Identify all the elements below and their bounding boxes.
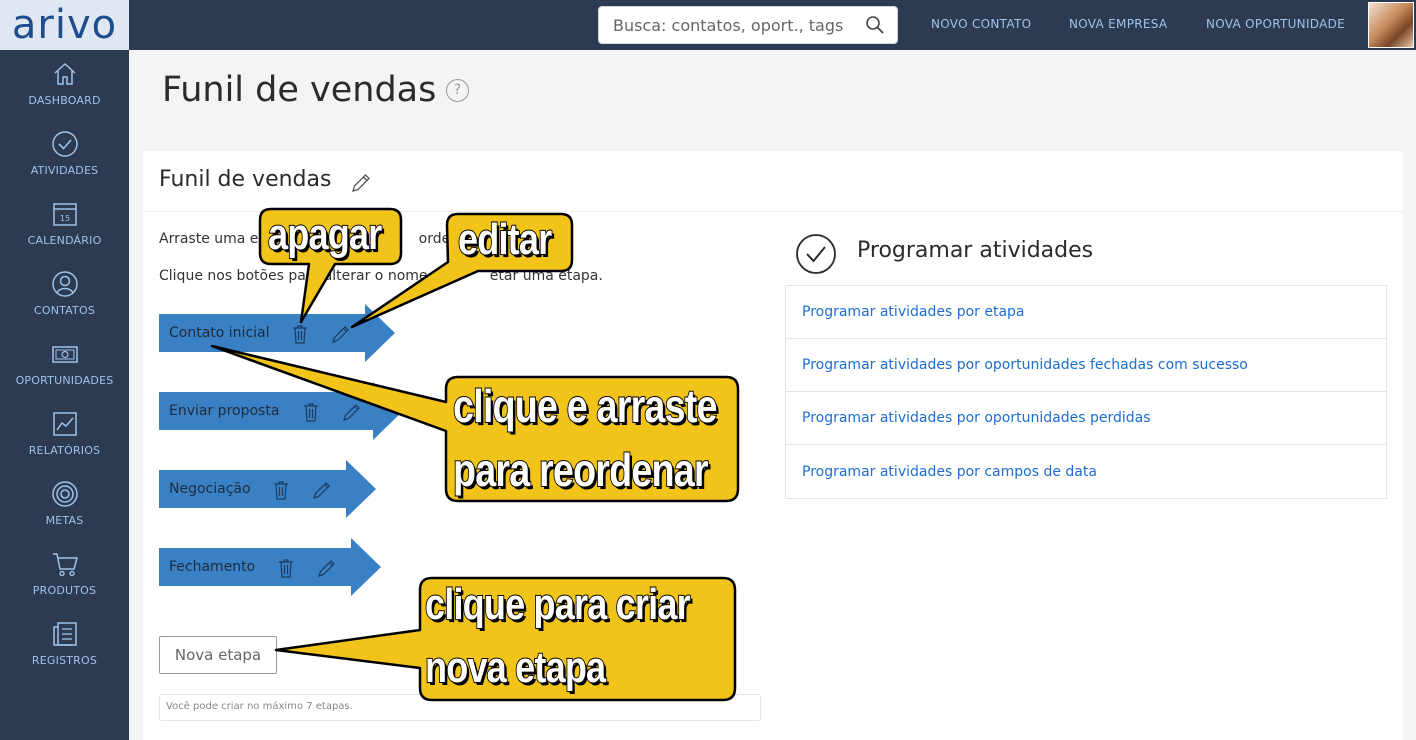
check-circle-icon bbox=[796, 234, 836, 274]
callout-drag-text-2: para reordenar bbox=[452, 443, 709, 497]
schedule-link-by-stage[interactable]: Programar atividades por etapa bbox=[786, 286, 1386, 339]
stage-name: Fechamento bbox=[169, 559, 256, 575]
arivo-logo[interactable]: arivo bbox=[0, 0, 129, 50]
money-icon bbox=[51, 346, 78, 363]
calendar-day-text: 15 bbox=[59, 214, 69, 223]
sidebar-item-label: CALENDÁRIO bbox=[27, 234, 102, 247]
sidebar-item-oportunidades[interactable]: OPORTUNIDADES bbox=[0, 340, 129, 402]
sidebar-item-contatos[interactable]: CONTATOS bbox=[0, 270, 129, 332]
sidebar-item-label: OPORTUNIDADES bbox=[15, 374, 114, 387]
sidebar-item-dashboard[interactable]: DASHBOARD bbox=[0, 60, 129, 122]
stage-enviar-proposta[interactable]: Enviar proposta bbox=[159, 382, 403, 440]
trash-icon[interactable] bbox=[276, 557, 296, 579]
chart-icon bbox=[52, 412, 77, 436]
callout-drag-text-1: clique e arraste bbox=[452, 379, 718, 433]
schedule-title: Programar atividades bbox=[857, 238, 1094, 263]
sidebar-item-label: CONTATOS bbox=[33, 304, 96, 317]
sidebar-item-label: ATIVIDADES bbox=[30, 164, 99, 177]
stage-name: Contato inicial bbox=[169, 325, 270, 341]
schedule-link-date-fields[interactable]: Programar atividades por campos de data bbox=[802, 463, 1097, 480]
sidebar-item-label: REGISTROS bbox=[31, 654, 98, 667]
sidebar-item-label: PRODUTOS bbox=[32, 584, 97, 597]
stage-name: Enviar proposta bbox=[169, 403, 280, 419]
new-opportunity-link[interactable]: NOVA OPORTUNIDADE bbox=[1206, 17, 1346, 31]
search-icon[interactable] bbox=[865, 15, 885, 35]
pencil-icon[interactable] bbox=[342, 401, 362, 423]
sidebar-item-registros[interactable]: REGISTROS bbox=[0, 620, 129, 682]
panel-header: Funil de vendas bbox=[143, 151, 1403, 212]
sidebar: DASHBOARD ATIVIDADES 15 CALENDÁRIO CONTA… bbox=[0, 50, 129, 740]
pencil-icon[interactable] bbox=[331, 323, 351, 345]
home-icon bbox=[53, 62, 76, 85]
page-title: Funil de vendas bbox=[162, 70, 437, 110]
callout-delete-text: apagar bbox=[267, 209, 383, 260]
sidebar-item-calendario[interactable]: 15 CALENDÁRIO bbox=[0, 200, 129, 262]
stage-negociacao[interactable]: Negociação bbox=[159, 460, 376, 518]
new-company-link[interactable]: NOVA EMPRESA bbox=[1069, 17, 1168, 31]
user-icon bbox=[51, 271, 78, 297]
trash-icon[interactable] bbox=[301, 401, 321, 423]
sidebar-item-relatorios[interactable]: RELATÓRIOS bbox=[0, 410, 129, 472]
top-bar: arivo NOVO CONTATO NOVA EMPRESA NOVA OPO… bbox=[0, 0, 1416, 50]
pencil-icon[interactable] bbox=[349, 171, 373, 195]
stage-fechamento[interactable]: Fechamento bbox=[159, 538, 381, 596]
stage-name: Negociação bbox=[169, 481, 251, 497]
search-input[interactable] bbox=[613, 15, 865, 35]
callout-create-text-2: nova etapa bbox=[424, 642, 607, 693]
new-stage-button[interactable]: Nova etapa bbox=[159, 636, 277, 674]
max-stages-hint: Você pode criar no máximo 7 etapas. bbox=[159, 694, 761, 721]
search-box[interactable] bbox=[598, 6, 898, 44]
help-icon[interactable]: ? bbox=[446, 79, 469, 102]
stage-contato-inicial[interactable]: Contato inicial bbox=[159, 304, 395, 362]
records-icon bbox=[52, 622, 77, 646]
trash-icon[interactable] bbox=[271, 479, 291, 501]
schedule-link-won[interactable]: Programar atividades por oportunidades f… bbox=[786, 339, 1386, 392]
funnel-title: Funil de vendas bbox=[159, 167, 332, 192]
sidebar-item-label: DASHBOARD bbox=[28, 94, 101, 107]
sidebar-item-atividades[interactable]: ATIVIDADES bbox=[0, 130, 129, 192]
sidebar-item-produtos[interactable]: PRODUTOS bbox=[0, 550, 129, 612]
trash-icon[interactable] bbox=[290, 323, 310, 345]
pencil-icon[interactable] bbox=[312, 479, 332, 501]
callout-edit-text: editar bbox=[457, 214, 553, 265]
callout-create-text-1: clique para criar bbox=[424, 579, 691, 630]
user-avatar[interactable] bbox=[1368, 2, 1414, 48]
sidebar-item-metas[interactable]: METAS bbox=[0, 480, 129, 542]
sidebar-item-label: METAS bbox=[45, 514, 84, 527]
cart-icon bbox=[52, 553, 78, 577]
edit-instruction-text: Clique nos botões pa alterar o nome etar… bbox=[159, 268, 603, 284]
target-icon bbox=[51, 481, 78, 507]
schedule-link-lost[interactable]: Programar atividades por oportunidades p… bbox=[786, 392, 1386, 445]
pencil-icon[interactable] bbox=[317, 557, 337, 579]
schedule-list: Programar atividades por etapa Programar… bbox=[785, 285, 1387, 499]
logo-text: arivo bbox=[11, 2, 118, 48]
check-circle-icon bbox=[51, 131, 78, 157]
sidebar-item-label: RELATÓRIOS bbox=[28, 444, 101, 457]
calendar-icon: 15 bbox=[52, 203, 77, 226]
new-contact-link[interactable]: NOVO CONTATO bbox=[931, 17, 1032, 31]
